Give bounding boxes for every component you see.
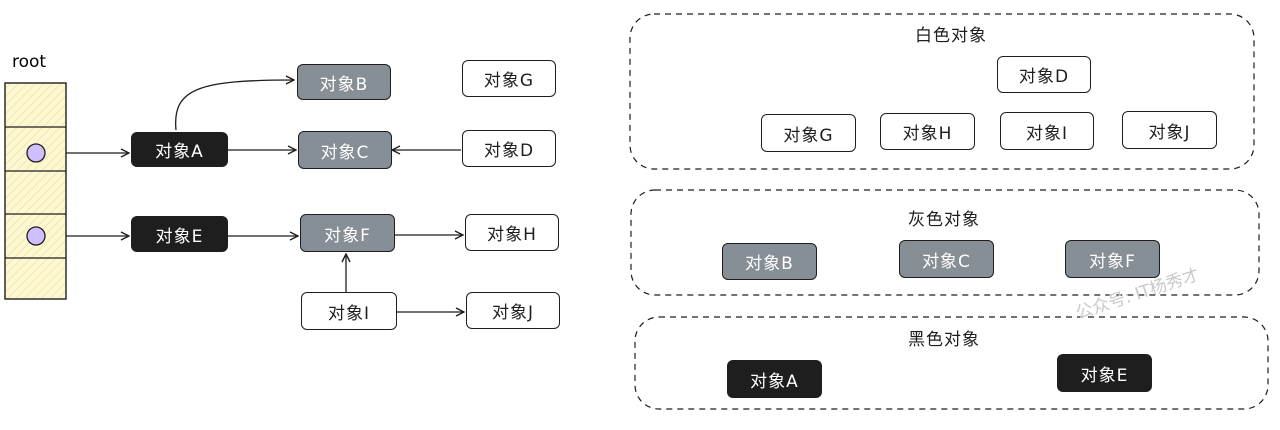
white-item-g: 对象G <box>761 114 856 152</box>
root-pointer-1 <box>26 143 46 163</box>
gray-item-b: 对象B <box>722 243 817 280</box>
white-item-i: 对象I <box>1000 112 1094 150</box>
node-j: 对象J <box>466 292 560 329</box>
node-i: 对象I <box>301 292 397 330</box>
black-item-e: 对象E <box>1057 354 1152 392</box>
gray-item-f: 对象F <box>1065 240 1160 278</box>
white-item-j: 对象J <box>1122 111 1217 149</box>
node-h: 对象H <box>465 214 559 251</box>
node-f: 对象F <box>300 214 395 252</box>
node-e: 对象E <box>131 216 228 252</box>
node-d: 对象D <box>462 130 556 167</box>
root-stack <box>4 82 67 300</box>
edge-a-b <box>175 80 294 131</box>
gray-group-frame <box>630 189 1260 296</box>
white-group-frame <box>629 13 1255 170</box>
node-c: 对象C <box>298 131 392 169</box>
white-item-h: 对象H <box>880 113 975 150</box>
node-g: 对象G <box>462 60 556 97</box>
white-group-title: 白色对象 <box>915 26 987 46</box>
gray-item-c: 对象C <box>899 240 994 278</box>
root-label: root <box>12 52 46 72</box>
black-item-a: 对象A <box>727 360 822 398</box>
node-a: 对象A <box>131 132 228 167</box>
node-b: 对象B <box>297 64 391 100</box>
white-item-d: 对象D <box>997 56 1091 93</box>
black-group-title: 黑色对象 <box>908 330 980 350</box>
gray-group-title: 灰色对象 <box>908 210 980 230</box>
root-pointer-2 <box>26 226 46 246</box>
